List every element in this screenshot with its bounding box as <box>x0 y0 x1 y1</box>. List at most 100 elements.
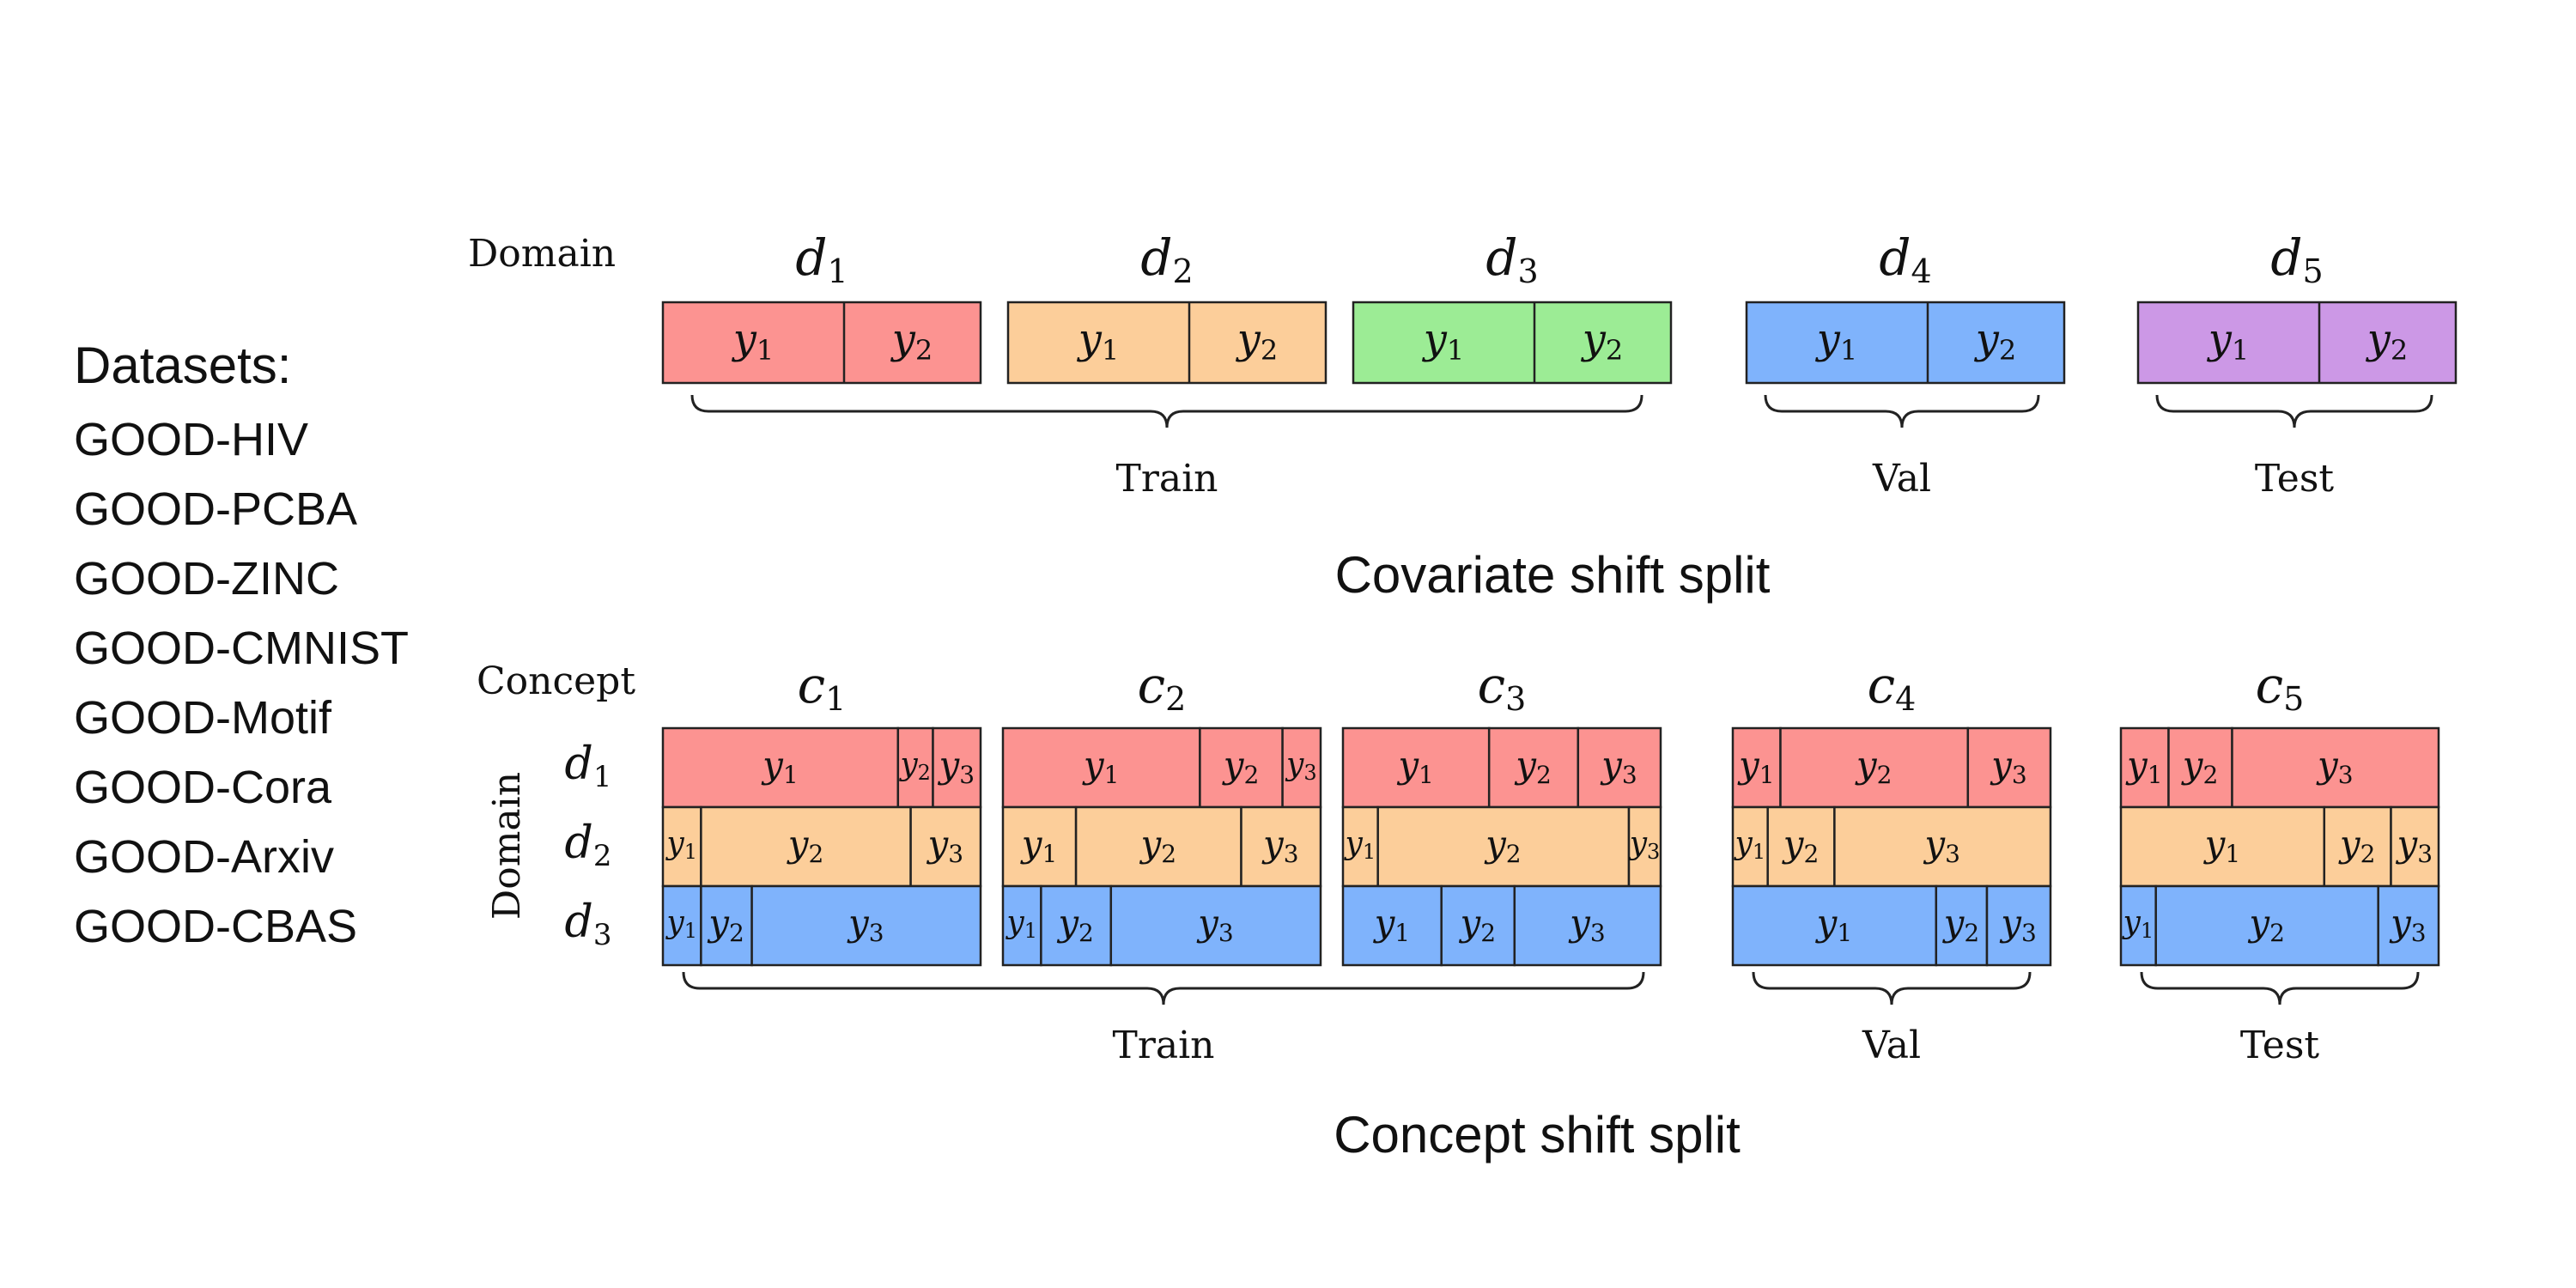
label-y3: y3 <box>1999 902 2037 947</box>
domain-row-label-1: d1 <box>565 738 612 794</box>
label-y1: y1 <box>1077 315 1119 367</box>
concept-header-label: c1 <box>798 656 847 718</box>
dataset-item: GOOD-Motif <box>74 692 332 744</box>
covariate-brace-train <box>690 394 1643 428</box>
label-y3: y3 <box>847 902 884 947</box>
label-y2: y2 <box>890 315 933 367</box>
label-cell <box>2231 726 2440 809</box>
label-cell <box>1779 726 1970 809</box>
label-y1: y1 <box>1005 905 1037 944</box>
domain-row-label-2: d2 <box>565 817 612 873</box>
label-cell <box>1341 726 1491 809</box>
label-cell <box>700 805 912 888</box>
concept-split-label: Train <box>1112 1024 1214 1067</box>
label-cell <box>1985 884 2052 967</box>
label-y3: y3 <box>1261 823 1299 868</box>
domain-block <box>1006 301 1327 385</box>
dataset-item: GOOD-Arxiv <box>74 831 334 883</box>
label-y1: y1 <box>665 826 697 865</box>
label-y3: y3 <box>2395 823 2433 868</box>
dataset-item: GOOD-ZINC <box>74 553 339 605</box>
label-y3: y3 <box>1600 744 1637 789</box>
domain-block <box>1352 301 1673 385</box>
label-cell <box>1040 884 1113 967</box>
label-y1: y1 <box>1815 315 1857 367</box>
dataset-item: GOOD-Cora <box>74 762 332 813</box>
label-cell <box>1440 884 1516 967</box>
covariate-brace-test <box>2155 394 2433 428</box>
label-cell <box>1240 805 1322 888</box>
label-cell <box>1074 805 1242 888</box>
domain-header-label: d5 <box>2270 228 2323 290</box>
covariate-row-label: Domain <box>468 232 616 276</box>
dataset-item: GOOD-HIV <box>74 414 308 465</box>
label-cell <box>1731 884 1938 967</box>
label-y3: y3 <box>2389 902 2427 947</box>
label-y2: y2 <box>1458 902 1496 947</box>
domain-block <box>2136 301 2458 385</box>
label-cell <box>1001 726 1201 809</box>
label-cell <box>1577 726 1662 809</box>
concept-header-label: c3 <box>1478 656 1527 718</box>
covariate-split-label: Test <box>2255 457 2335 501</box>
label-cell <box>1833 805 2052 888</box>
label-y1: y1 <box>1734 826 1766 865</box>
label-y1: y1 <box>2125 744 2163 789</box>
concept-header-label: c4 <box>1868 656 1917 718</box>
label-y1: y1 <box>1020 823 1058 868</box>
label-y1: y1 <box>1082 744 1120 789</box>
label-y1: y1 <box>2122 905 2154 944</box>
label-cell <box>1341 884 1443 967</box>
datasets-title: Datasets: <box>74 337 291 394</box>
label-y2: y2 <box>1974 315 2016 367</box>
label-cell <box>2377 884 2440 967</box>
label-y3: y3 <box>937 744 975 789</box>
label-y2: y2 <box>1139 823 1177 868</box>
label-y3: y3 <box>1990 744 2027 789</box>
label-y1: y1 <box>1737 744 1775 789</box>
concept-split-label: Val <box>1862 1024 1921 1067</box>
label-cell <box>2390 805 2440 888</box>
label-y2: y2 <box>1782 823 1820 868</box>
concept-brace-test <box>2140 971 2420 1005</box>
label-cell <box>1935 884 1989 967</box>
domain-header-label: d3 <box>1485 228 1538 290</box>
label-y1: y1 <box>1373 902 1411 947</box>
domain-block <box>1745 301 2066 385</box>
label-y3: y3 <box>927 823 964 868</box>
concept-col-label: Concept <box>477 659 635 703</box>
label-y2: y2 <box>787 823 824 868</box>
label-cell <box>750 884 982 967</box>
dataset-item: GOOD-CMNIST <box>74 623 409 674</box>
label-y1: y1 <box>1344 826 1376 865</box>
concept-brace-val <box>1752 971 2032 1005</box>
label-y2: y2 <box>1056 902 1094 947</box>
label-cell <box>1487 726 1580 809</box>
label-cell <box>661 805 702 888</box>
label-y2: y2 <box>707 902 744 947</box>
label-y1: y1 <box>1422 315 1464 367</box>
label-y2: y2 <box>1514 744 1552 789</box>
concept-header-label: c2 <box>1138 656 1187 718</box>
label-y2: y2 <box>1236 315 1278 367</box>
label-y2: y2 <box>2338 823 2376 868</box>
domain-header-label: d1 <box>795 228 848 290</box>
label-y3: y3 <box>2316 744 2354 789</box>
label-y2: y2 <box>898 747 931 786</box>
label-y3: y3 <box>1923 823 1960 868</box>
concept-brace-train <box>682 971 1645 1005</box>
label-y1: y1 <box>2203 823 2241 868</box>
domain-row-label-3: d3 <box>565 896 612 952</box>
covariate-brace-val <box>1764 394 2040 428</box>
dataset-item: GOOD-CBAS <box>74 901 357 952</box>
label-y1: y1 <box>761 744 799 789</box>
concept-header-label: c5 <box>2256 656 2305 718</box>
label-y2: y2 <box>2247 902 2285 947</box>
label-cell <box>700 884 753 967</box>
label-cell <box>2119 805 2326 888</box>
